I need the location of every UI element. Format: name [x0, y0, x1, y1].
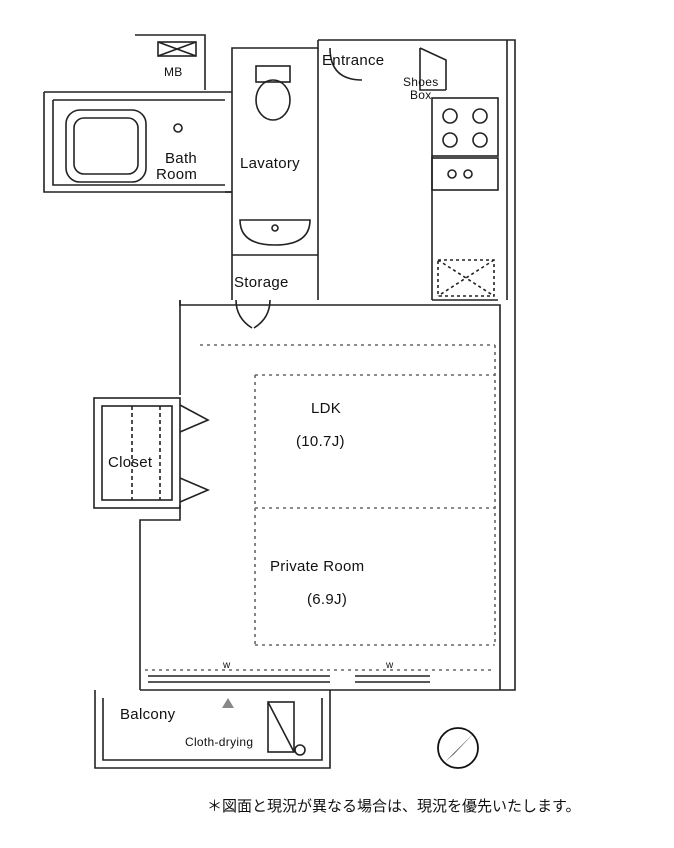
bath-room-label-2: Room: [156, 166, 198, 183]
outer-walls: [139, 39, 516, 691]
sink-icon: [463, 169, 473, 179]
sink-icon: [447, 169, 457, 179]
toilet-icon: [255, 79, 291, 121]
stove-burner-icon: [442, 132, 458, 148]
entrance-label: Entrance: [322, 52, 385, 69]
toilet-tank-icon: [255, 65, 291, 83]
stove-burner-icon: [472, 132, 488, 148]
shoes-box-label-2: Box: [410, 88, 432, 102]
shoes-box-label-1: Shoes: [403, 75, 439, 89]
bath-room-walls: [43, 91, 232, 193]
disclaimer-note: ＊図面と現況が異なる場合は、現況を優先いたします。: [207, 797, 581, 815]
exit-arrow-icon: [222, 698, 234, 708]
closet-walls: [93, 397, 211, 509]
storage-door: [235, 299, 271, 329]
window-mark-1: w: [223, 660, 231, 671]
entrance-door: [329, 47, 363, 81]
private-room-size-label: (6.9J): [307, 591, 348, 608]
stove-burner-icon: [442, 108, 458, 124]
mb-box: [135, 34, 206, 90]
wash-basin-icon: [239, 219, 311, 246]
mb-label: MB: [164, 65, 183, 79]
storage-label: Storage: [234, 274, 289, 291]
stove-burner-icon: [472, 108, 488, 124]
lavatory-walls: [225, 48, 319, 300]
kitchen-counter: [431, 97, 499, 301]
ldk-label: LDK: [311, 400, 342, 417]
bath-room-label-1: Bath: [165, 150, 198, 167]
balcony-label: Balcony: [120, 706, 176, 723]
private-room-label: Private Room: [270, 558, 365, 575]
ldk-size-label: (10.7J): [296, 433, 345, 450]
shoes-box: [419, 47, 447, 91]
room-dividers: [145, 344, 496, 671]
cloth-drying-label: Cloth-drying: [185, 735, 254, 749]
windows: [148, 675, 430, 683]
north-arrow-icon: [437, 727, 479, 769]
balcony-walls: [94, 690, 331, 769]
window-mark-2: w: [386, 660, 394, 671]
bathtub-icon: [65, 109, 147, 183]
lavatory-label: Lavatory: [240, 155, 300, 172]
closet-label: Closet: [108, 454, 153, 471]
